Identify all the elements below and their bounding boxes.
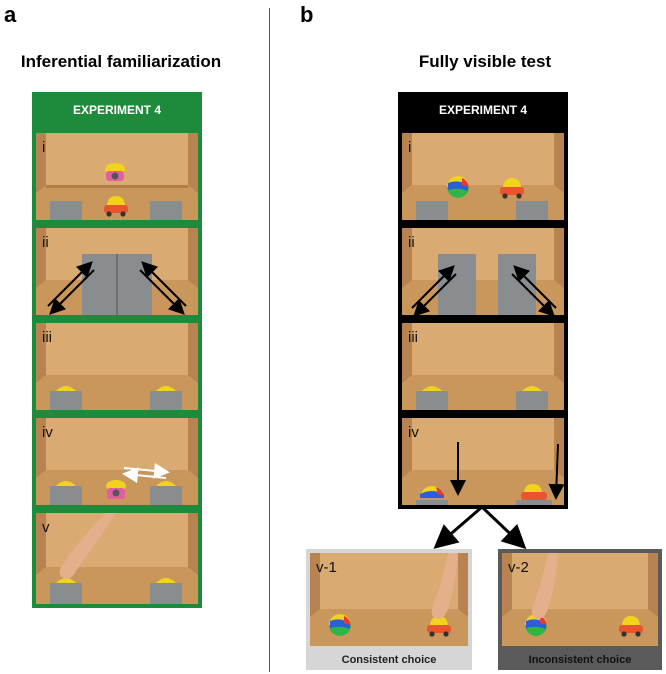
panel-b-title: Fully visible test xyxy=(418,52,552,71)
arrow-icon xyxy=(450,442,564,500)
toy-car-icon xyxy=(619,616,643,637)
panel-b-stage-ii: ii xyxy=(398,224,568,319)
beach-ball-icon xyxy=(525,614,547,636)
panel-b-experiment-header: EXPERIMENT 4 xyxy=(398,92,568,129)
stage-label: i xyxy=(408,139,412,156)
stage-label: i xyxy=(42,139,46,156)
panel-letter-a: a xyxy=(4,2,17,27)
panel-a-stage-i: i xyxy=(32,129,202,224)
choice-consistent-scene: v-1 xyxy=(306,549,472,650)
hand-icon xyxy=(531,553,558,619)
stage-label: iii xyxy=(42,329,52,346)
toy-car-icon xyxy=(500,178,524,199)
stage-label: v-1 xyxy=(316,559,337,576)
choice-inconsistent-scene: v-2 xyxy=(498,549,662,650)
stage-label: v-2 xyxy=(508,559,529,576)
stage-label: ii xyxy=(408,234,415,251)
toy-car-icon xyxy=(521,484,547,500)
toy-car-icon xyxy=(104,196,128,217)
panel-b-stage-i: i xyxy=(398,129,568,224)
choice-inconsistent-label: Inconsistent choice xyxy=(498,650,662,670)
beach-ball-icon xyxy=(420,486,444,498)
panel-a-experiment-header: EXPERIMENT 4 xyxy=(32,92,202,129)
choice-consistent-label: Consistent choice xyxy=(306,650,472,670)
panel-b-stage-iii: iii xyxy=(398,319,568,414)
arrow-icon xyxy=(411,265,557,315)
stage-label: v xyxy=(42,519,50,536)
panel-a-stage-ii: ii xyxy=(32,224,202,319)
panel-b-stage-iv: iv xyxy=(398,414,568,509)
stage-label: iv xyxy=(42,424,53,441)
arrow-icon xyxy=(47,261,187,315)
panel-a-stage-v: v xyxy=(32,509,202,608)
panel-a-stage-iv: iv xyxy=(32,414,202,509)
arrow-icon xyxy=(122,462,170,484)
telephone-icon xyxy=(106,480,126,499)
beach-ball-icon xyxy=(329,614,351,636)
panel-a-stage-iii: iii xyxy=(32,319,202,414)
stage-label: iii xyxy=(408,329,418,346)
panel-a-title: Inferential familiarization xyxy=(20,52,222,71)
branch-arrows xyxy=(433,505,527,550)
telephone-icon xyxy=(105,163,125,181)
hand-icon xyxy=(431,553,458,619)
stage-label: ii xyxy=(42,234,49,251)
panel-divider xyxy=(269,8,270,672)
panel-letter-b: b xyxy=(300,2,314,27)
hand-icon xyxy=(59,513,116,579)
toy-car-icon xyxy=(427,616,451,637)
beach-ball-icon xyxy=(447,176,469,198)
stage-label: iv xyxy=(408,424,419,441)
